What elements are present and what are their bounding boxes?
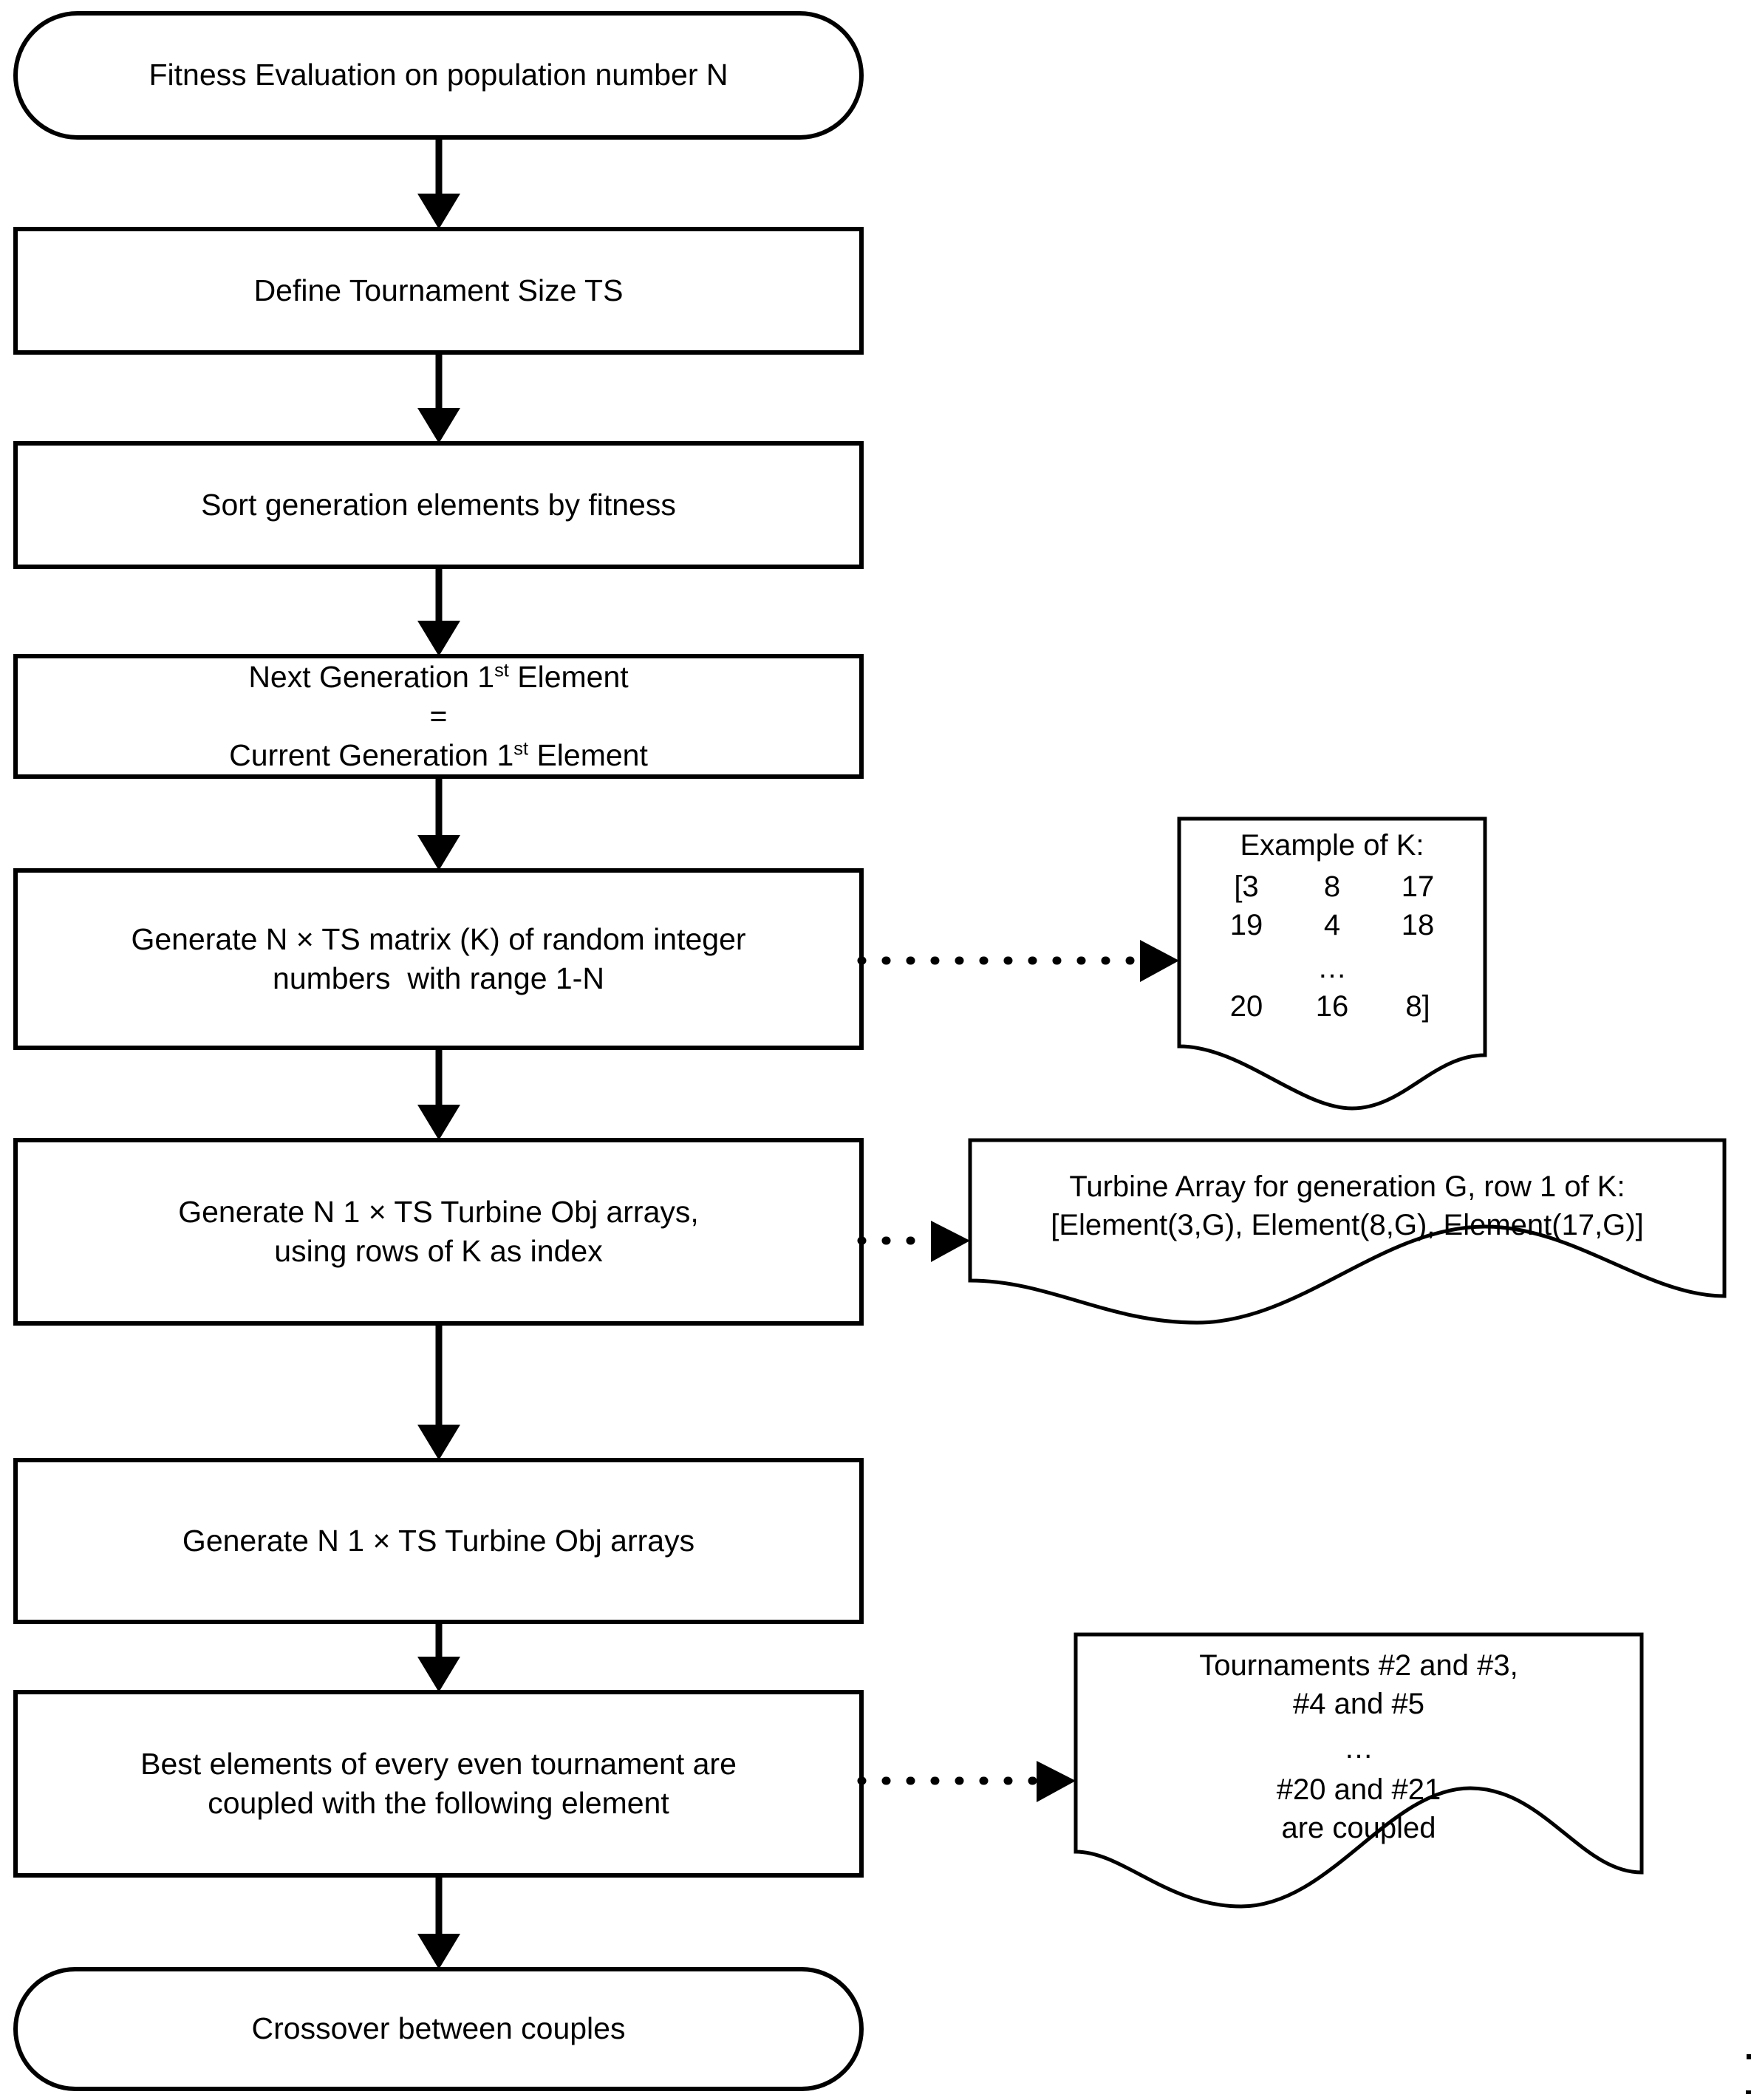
arrow-k-to-note-example bbox=[857, 940, 1179, 982]
node-generate-k-matrix-shape[interactable] bbox=[13, 868, 864, 1050]
note-tournaments-shape[interactable] bbox=[1074, 1632, 1644, 1909]
page-artifact-mark-1 bbox=[1747, 2054, 1751, 2059]
node-couple-best-elements-shape[interactable] bbox=[13, 1690, 864, 1878]
arrow-k-to-indexed bbox=[417, 1048, 460, 1140]
note-turbine-array-shape[interactable] bbox=[968, 1138, 1727, 1325]
arrow-indexed-to-note-turbine bbox=[857, 1221, 970, 1262]
arrow-couple-to-crossover bbox=[417, 1875, 460, 1969]
node-sort-generation-shape[interactable] bbox=[13, 441, 864, 569]
node-crossover-shape[interactable] bbox=[13, 1967, 864, 2091]
node-fitness-evaluation-shape[interactable] bbox=[13, 11, 864, 140]
arrow-elitism-to-k bbox=[417, 777, 460, 870]
arrow-arrays-to-couple bbox=[417, 1622, 460, 1692]
arrow-fitness-to-define bbox=[417, 137, 460, 229]
arrow-define-to-sort bbox=[417, 352, 460, 443]
node-define-tournament-size-shape[interactable] bbox=[13, 227, 864, 355]
node-generate-turbine-arrays-indexed-shape[interactable] bbox=[13, 1138, 864, 1326]
arrow-indexed-to-arrays bbox=[417, 1323, 460, 1460]
page-artifact-mark-2 bbox=[1746, 2090, 1751, 2094]
arrow-couple-to-note-tournaments bbox=[857, 1761, 1076, 1802]
arrow-sort-to-elitism bbox=[417, 567, 460, 656]
node-elitism-shape[interactable] bbox=[13, 654, 864, 779]
node-generate-turbine-arrays-shape[interactable] bbox=[13, 1458, 864, 1624]
note-example-k-shape[interactable] bbox=[1177, 817, 1487, 1111]
